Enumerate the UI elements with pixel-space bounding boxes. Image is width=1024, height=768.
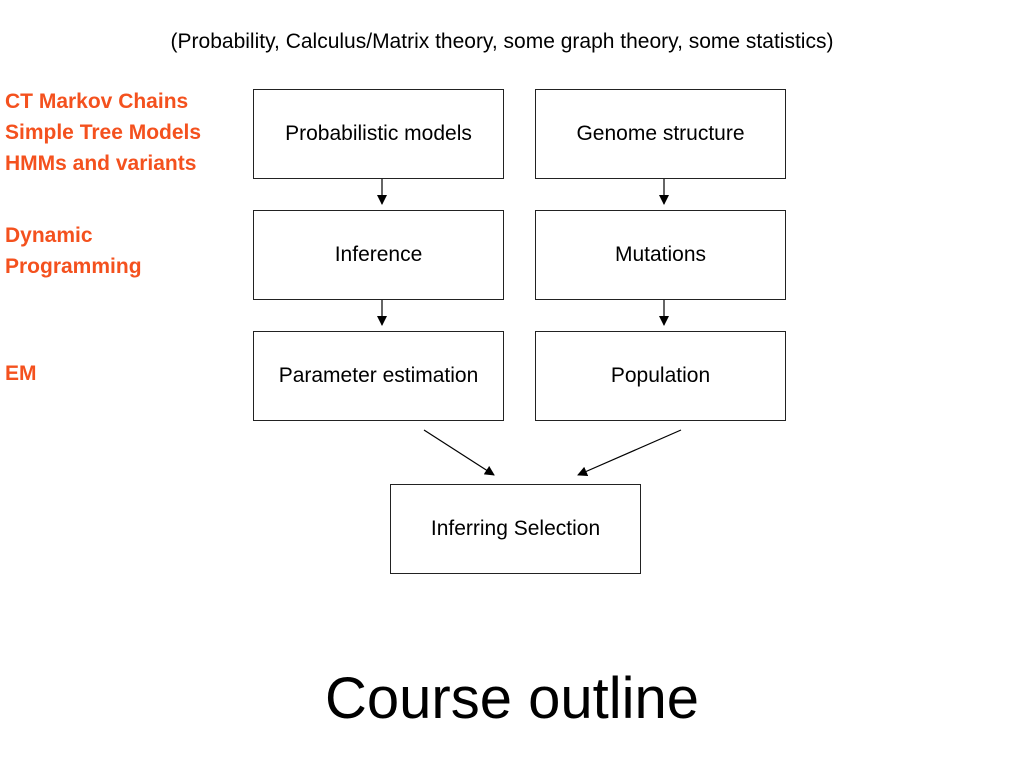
box-mutations: Mutations — [535, 210, 786, 300]
arrow-estimation-to-selection — [423, 429, 495, 476]
box-population: Population — [535, 331, 786, 421]
slide-subtitle: (Probability, Calculus/Matrix theory, so… — [170, 30, 834, 53]
side-note-ct-markov-chains: CT Markov Chains — [5, 90, 189, 113]
side-note-programming: Programming — [5, 255, 142, 278]
slide-title: Course outline — [325, 666, 699, 731]
side-note-dynamic: Dynamic — [5, 224, 93, 247]
side-notes-inference: Dynamic Programming — [5, 220, 142, 282]
side-note-hmms: HMMs and variants — [5, 152, 197, 175]
box-inference: Inference — [253, 210, 504, 300]
box-inferring-selection: Inferring Selection — [390, 484, 641, 574]
box-genome-structure: Genome structure — [535, 89, 786, 179]
arrow-population-to-selection — [577, 429, 682, 476]
side-notes-estimation: EM — [5, 358, 37, 389]
side-note-em: EM — [5, 362, 37, 385]
side-note-simple-tree-models: Simple Tree Models — [5, 121, 202, 144]
box-parameter-estimation: Parameter estimation — [253, 331, 504, 421]
side-notes-models: CT Markov Chains Simple Tree Models HMMs… — [5, 86, 201, 179]
box-probabilistic-models: Probabilistic models — [253, 89, 504, 179]
